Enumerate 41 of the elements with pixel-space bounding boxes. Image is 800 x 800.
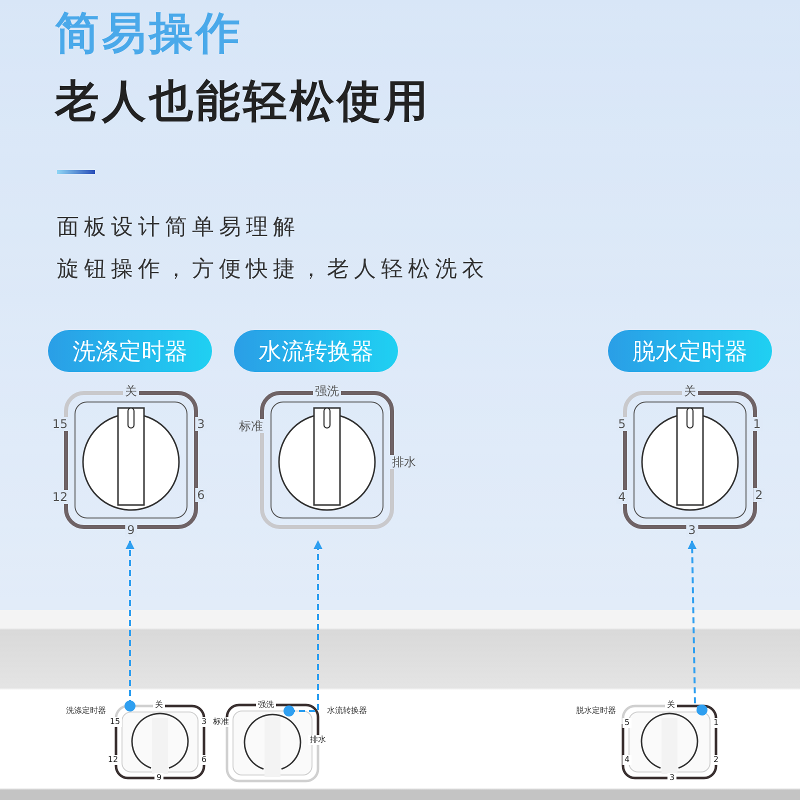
dial-label: 标准 xyxy=(237,419,265,433)
dial-label: 3 xyxy=(195,417,207,431)
dial-label: 强洗 xyxy=(313,384,341,398)
dial-label: 9 xyxy=(125,523,137,537)
dial-label: 5 xyxy=(616,417,628,431)
dial-label: 2 xyxy=(711,755,721,765)
dial-label: 15 xyxy=(108,717,122,727)
body-text: 旋钮操作，方便快捷，老人轻松洗衣 xyxy=(57,257,489,284)
dial-label: 9 xyxy=(154,773,164,783)
title: 简易操作 xyxy=(55,8,243,61)
dial-label: 1 xyxy=(751,417,763,431)
dial-label: 关 xyxy=(153,700,165,710)
dial-label: 3 xyxy=(199,717,209,727)
label-pill: 洗涤定时器 xyxy=(48,330,212,372)
panel-label: 水流转换器 xyxy=(327,707,367,715)
arrow xyxy=(688,540,708,716)
label-pill: 水流转换器 xyxy=(234,330,398,372)
subtitle: 老人也能轻松使用 xyxy=(55,76,431,129)
dial-label: 3 xyxy=(667,773,677,783)
dial-label: 1 xyxy=(711,718,721,728)
dial-label: 6 xyxy=(199,755,209,765)
dial-label: 排水 xyxy=(390,455,418,469)
dial-label: 6 xyxy=(195,488,207,502)
dial-label: 5 xyxy=(622,718,632,728)
dial-label: 4 xyxy=(622,755,632,765)
dial-label: 标准 xyxy=(211,717,231,727)
dial-label: 4 xyxy=(616,490,628,504)
dial-label: 关 xyxy=(682,384,698,398)
panel-label: 脱水定时器 xyxy=(576,707,616,715)
dial-label: 3 xyxy=(686,523,698,537)
dial-label: 强洗 xyxy=(256,700,276,710)
dial-label: 12 xyxy=(106,755,120,765)
arrow xyxy=(124,540,136,712)
panel-label: 洗涤定时器 xyxy=(66,707,106,715)
dial-label: 关 xyxy=(123,384,139,398)
dial-label: 2 xyxy=(753,488,765,502)
dial-label: 关 xyxy=(665,700,677,710)
arrow xyxy=(284,540,322,716)
body-text: 面板设计简单易理解 xyxy=(57,215,300,242)
dial-label: 排水 xyxy=(308,735,328,745)
label-pill: 脱水定时器 xyxy=(608,330,772,372)
